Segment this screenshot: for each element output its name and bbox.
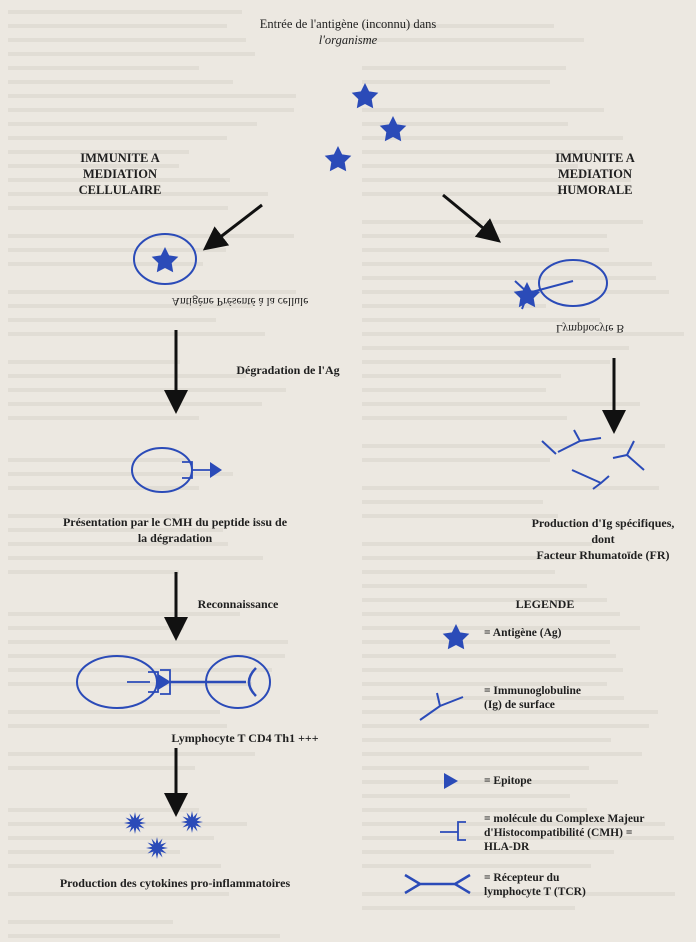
legend-antigen-label: = Antigène (Ag) <box>484 627 562 639</box>
right-result-line-3: Facteur Rhumatoïde (FR) <box>536 548 670 562</box>
right-heading-line-1: IMMUNITE A <box>555 151 635 165</box>
left-heading-line-1: IMMUNITE A <box>80 151 160 165</box>
antigen-star-icon <box>379 116 407 142</box>
legend-epitope-icon <box>444 773 458 789</box>
right-heading-line-2: MEDIATION <box>557 167 633 181</box>
legend-tcr-label: = Récepteur du lymphocyte T (TCR) <box>484 872 586 898</box>
legend-immunoglobulin-icon <box>419 692 464 721</box>
antigen-star-icon <box>324 146 352 172</box>
right-heading-line-3: HUMORALE <box>557 183 633 197</box>
antigen-presenting-cell-icon <box>131 447 222 493</box>
title-line-1: Entrée de l'antigène (inconnu) dans <box>259 17 437 31</box>
immunoglobulins-icon <box>541 429 645 490</box>
legend-title: LEGENDE <box>515 597 575 611</box>
legend-epitope-label: = Epitope <box>484 775 532 787</box>
recognition-complex-icon <box>76 655 271 709</box>
legend-tcr-icon <box>404 873 471 895</box>
legend-cmh-icon <box>440 821 466 841</box>
arrow-to-cellular <box>202 203 263 251</box>
cytokine-icon <box>181 811 203 833</box>
antigen-star-icon <box>513 282 541 308</box>
cytokine-icon <box>124 812 146 834</box>
step-cytokines: Production des cytokines pro-inflammatoi… <box>59 876 291 890</box>
left-cell-caption: Antigène Présenté à la cellule <box>171 295 309 307</box>
right-result-line-1: Production d'Ig spécifiques, <box>531 516 675 530</box>
step-lymphocyte: Lymphocyte T CD4 Th1 +++ <box>171 731 319 745</box>
right-cell-caption: Lymphocyte B <box>555 322 625 334</box>
cytokine-icons <box>124 811 203 859</box>
legend-cmh-label: = molécule du Complexe Majeur d'Histocom… <box>484 813 645 853</box>
step-presentation-line-2: la dégradation <box>137 531 213 545</box>
step-degradation: Dégradation de l'Ag <box>236 363 340 377</box>
cytokine-icon <box>146 837 168 859</box>
cell-icon <box>133 233 197 285</box>
legend-star-icon <box>442 624 470 650</box>
left-heading-line-3: CELLULAIRE <box>78 183 162 197</box>
b-lymphocyte-icon <box>514 259 608 310</box>
antigen-star-icon <box>151 247 179 273</box>
step-presentation-line-1: Présentation par le CMH du peptide issu … <box>62 515 288 529</box>
antigen-star-icon <box>351 83 379 109</box>
left-heading-line-2: MEDIATION <box>82 167 158 181</box>
right-result-line-2: dont <box>591 532 615 546</box>
step-recognition: Reconnaissance <box>197 597 279 611</box>
title-line-2: l'organisme <box>318 33 378 47</box>
arrow-to-humoral <box>442 193 501 243</box>
legend-immunoglobulin-label: = Immunoglobuline (Ig) de surface <box>484 685 581 711</box>
